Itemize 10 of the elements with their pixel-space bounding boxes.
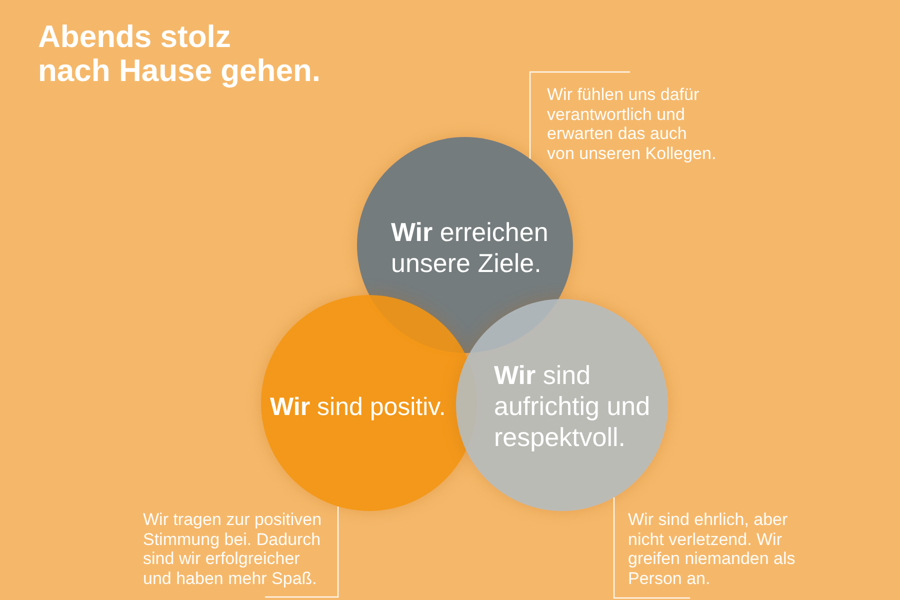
callout-text: Wir sind ehrlich, aber nicht verletzend. Wir greifen niemanden als Person an.	[628, 510, 796, 588]
leader-line	[265, 506, 339, 598]
circle-label: Wir sind aufrichtig und respektvoll.	[494, 360, 652, 453]
heading: Abends stolz nach Hause gehen.	[38, 20, 321, 88]
callout-text: Wir tragen zur positiven Stimmung bei. Dadurch sind wir erfolgreicher und haben mehr Spaß.	[143, 510, 323, 588]
leader-line	[529, 71, 630, 159]
circle-label: Wir erreichen unsere Ziele.	[391, 217, 550, 279]
leader-line	[613, 497, 690, 599]
callout-text: Wir fühlen uns dafür verantwortlich und erwarten das auch von unseren Kollegen.	[547, 85, 718, 163]
circle-label: Wir sind positiv.	[270, 392, 447, 423]
